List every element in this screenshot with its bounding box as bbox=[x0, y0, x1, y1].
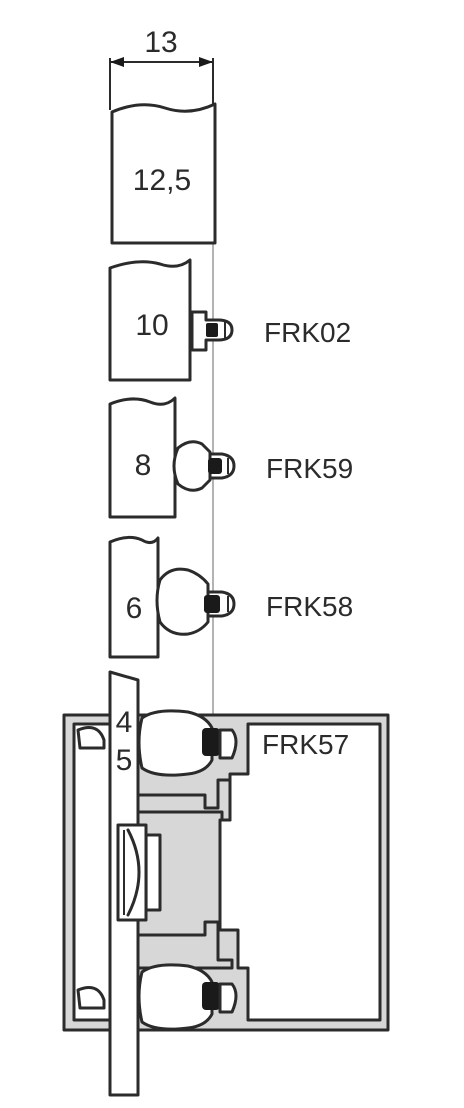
panel-10-label: 10 bbox=[135, 309, 168, 342]
profile-frk58 bbox=[155, 567, 236, 636]
profile-frk57-frame bbox=[62, 670, 390, 1097]
panel-10: 10 bbox=[108, 258, 192, 382]
profile-frk57-label: FRK57 bbox=[262, 729, 349, 760]
panel-8-label: 8 bbox=[135, 449, 152, 482]
profile-frk59 bbox=[172, 440, 236, 492]
profile-frk02 bbox=[190, 310, 234, 352]
panel-8: 8 bbox=[108, 396, 177, 519]
dimension-13: 13 bbox=[109, 26, 214, 110]
profile-frk59-label: FRK59 bbox=[266, 453, 353, 484]
profile-frk58-label: FRK58 bbox=[266, 591, 353, 622]
panel-12-5-label: 12,5 bbox=[133, 164, 191, 197]
profile-frk02-label: FRK02 bbox=[264, 317, 351, 348]
panel-6: 6 bbox=[108, 535, 160, 659]
panel-5-label: 5 bbox=[116, 744, 133, 777]
dimension-label: 13 bbox=[144, 26, 177, 59]
panel-12-5: 12,5 bbox=[110, 102, 217, 245]
panel-4-label: 4 bbox=[116, 706, 133, 739]
panel-6-label: 6 bbox=[126, 592, 143, 625]
